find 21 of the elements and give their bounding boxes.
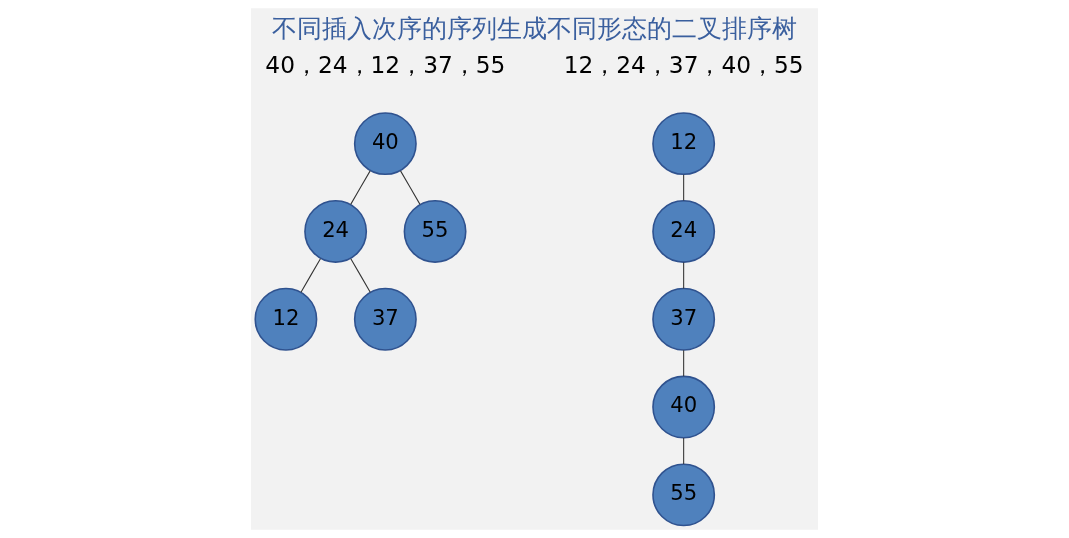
node-circle: 24	[304, 199, 368, 263]
node-circle: 37	[652, 287, 716, 351]
connector	[683, 349, 685, 377]
node-circle: 12	[254, 287, 318, 351]
connector	[350, 170, 371, 205]
connector	[350, 258, 371, 293]
connector	[683, 174, 685, 202]
node-circle: 24	[652, 199, 716, 263]
label: 40，24，12，37，55	[265, 51, 506, 79]
node-circle: 55	[652, 463, 716, 527]
connector	[300, 258, 321, 293]
node-circle: 37	[353, 287, 417, 351]
label: 12，24，37，40，55	[563, 51, 804, 79]
node-circle: 40	[652, 375, 716, 439]
connector	[683, 437, 685, 465]
node-circle: 40	[353, 112, 417, 176]
connector	[683, 261, 685, 289]
node-circle: 12	[652, 112, 716, 176]
diagram-title: 不同插入次序的序列生成不同形态的二叉排序树	[272, 13, 797, 44]
node-circle: 55	[403, 199, 467, 263]
connector	[400, 170, 421, 205]
